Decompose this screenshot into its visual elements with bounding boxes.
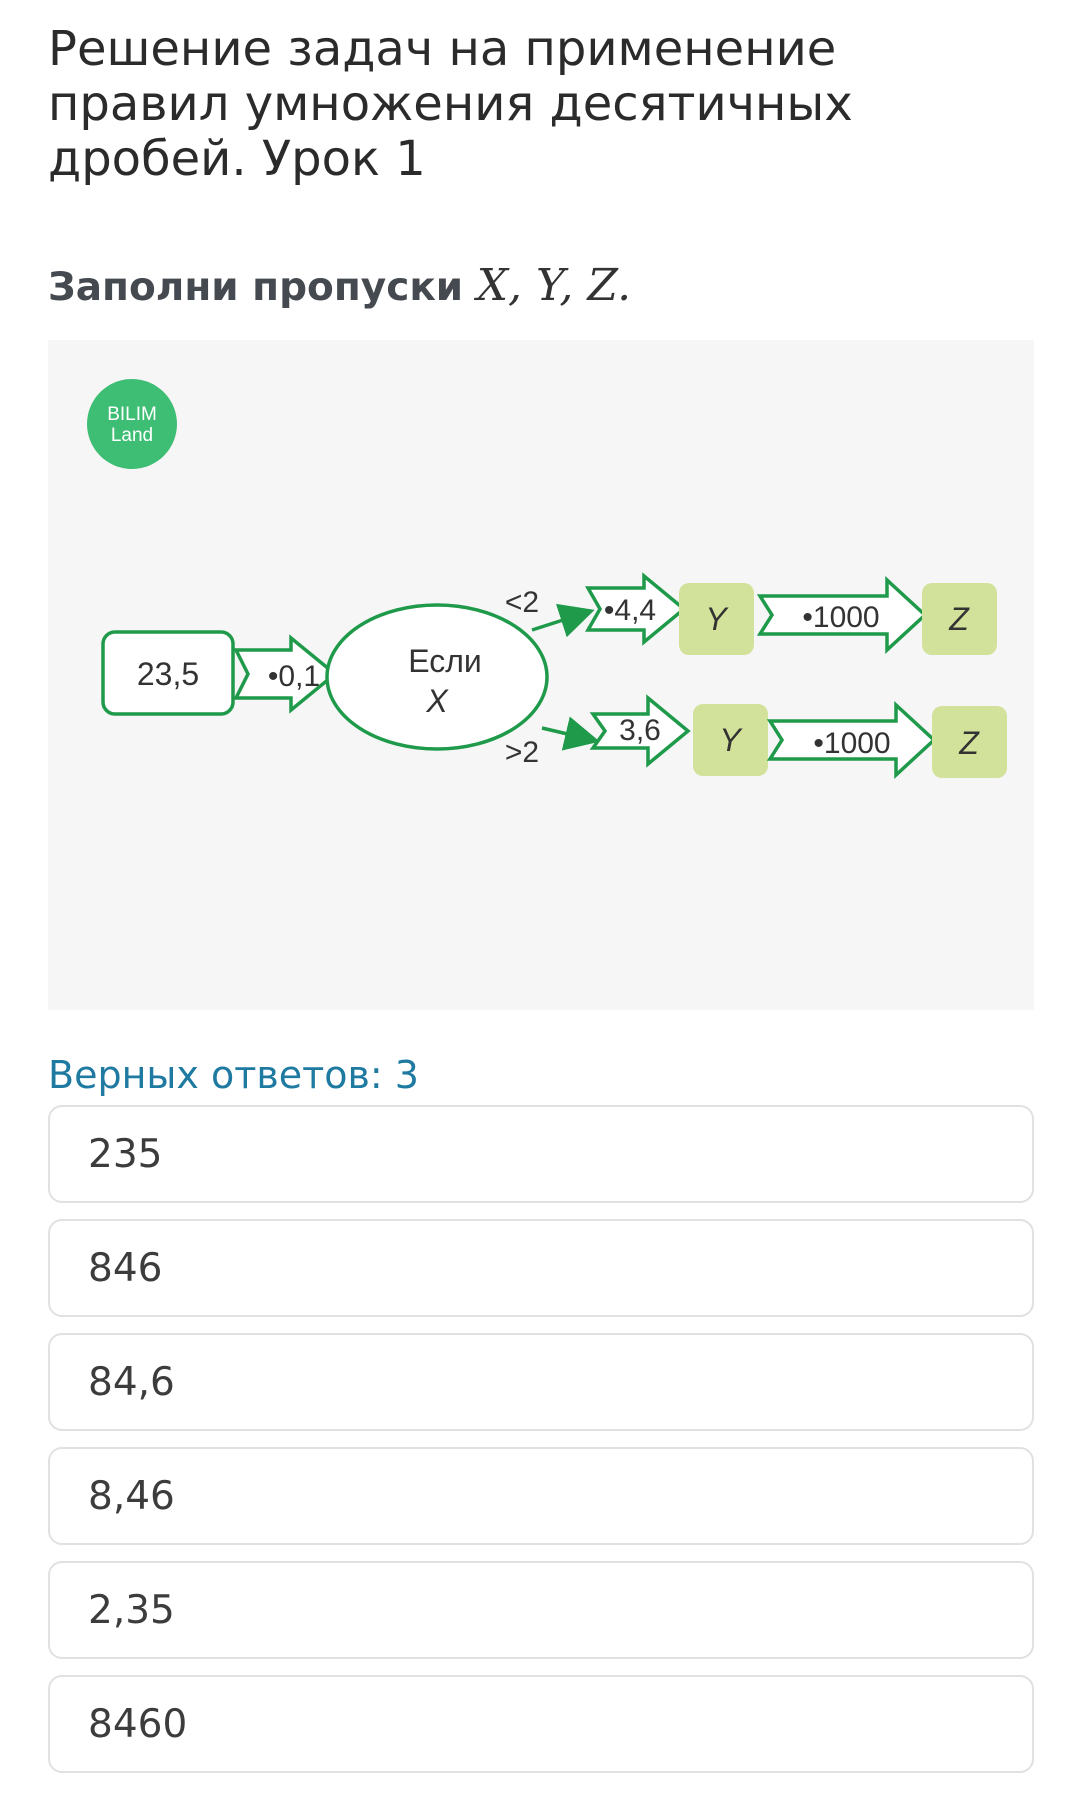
start-value: 23,5 <box>137 656 199 692</box>
task-prompt-text: Заполни пропуски <box>48 265 464 310</box>
logo-line2: Land <box>111 425 153 446</box>
lower-y-cell <box>693 704 768 776</box>
upper-z-cell <box>922 583 997 655</box>
arrow-first-op <box>233 634 338 714</box>
upper-operation2: •1000 <box>802 601 879 634</box>
arrow-upper-op <box>584 572 687 646</box>
decision-ellipse <box>325 603 549 751</box>
answer-option[interactable]: 84,6 <box>48 1333 1034 1431</box>
upper-result2: Z <box>948 601 970 637</box>
upper-result1: Y <box>705 601 729 637</box>
logo-line1: BILIM <box>107 404 157 425</box>
answer-option[interactable]: 2,35 <box>48 1561 1034 1659</box>
task-variables: X, Y, Z. <box>476 260 632 311</box>
upper-connector <box>531 603 595 638</box>
arrow-upper-op2 <box>756 576 928 654</box>
answer-option[interactable]: 846 <box>48 1219 1034 1317</box>
lesson-title: Решение задач на применение правил умнож… <box>48 21 853 187</box>
lower-condition: >2 <box>505 736 539 769</box>
answer-options: 235 846 84,6 8,46 2,35 8460 <box>48 1105 1034 1789</box>
lower-operation: 3,6 <box>619 714 661 747</box>
answer-option[interactable]: 8,46 <box>48 1447 1034 1545</box>
arrow-lower-op2 <box>766 701 937 779</box>
first-operation: •0,1 <box>268 660 320 693</box>
answer-option[interactable]: 235 <box>48 1105 1034 1203</box>
upper-condition: <2 <box>505 586 539 619</box>
task-prompt: Заполни пропуски X, Y, Z. <box>48 260 631 311</box>
lower-result2: Z <box>958 725 980 761</box>
arrow-lower-op <box>589 694 691 768</box>
lower-result1: Y <box>719 722 743 758</box>
decision-line2: X <box>425 683 449 719</box>
upper-operation: •4,4 <box>604 594 656 627</box>
lower-operation2: •1000 <box>813 727 890 760</box>
decision-line1: Если <box>408 643 482 679</box>
lower-z-cell <box>932 706 1007 778</box>
bilimland-logo: BILIM Land <box>87 379 177 469</box>
lower-connector <box>541 716 600 751</box>
answer-option[interactable]: 8460 <box>48 1675 1034 1773</box>
correct-answers-count: Верных ответов: 3 <box>48 1053 419 1097</box>
flow-diagram: BILIM Land 23,5 •0,1 Если X <2 >2 •4,4 Y… <box>87 379 1007 779</box>
start-box <box>101 630 235 716</box>
task-figure: BILIM Land 23,5 •0,1 Если X <2 >2 •4,4 Y… <box>48 340 1034 1010</box>
upper-y-cell <box>679 583 754 655</box>
